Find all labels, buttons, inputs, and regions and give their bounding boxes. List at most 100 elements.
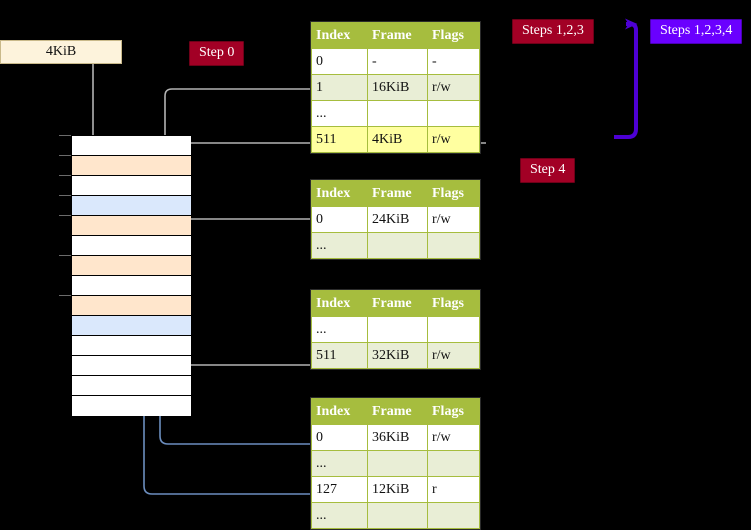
wire-pt-row0-to-memory xyxy=(159,329,310,445)
memory-frame-11 xyxy=(72,356,191,376)
table-row[interactable]: 0-- xyxy=(311,48,480,75)
wire-pt-row127-to-memory xyxy=(143,210,310,495)
cell-flags: r xyxy=(427,476,480,503)
cell-flags xyxy=(427,502,480,529)
cell-frame: - xyxy=(367,48,428,75)
cell-frame: 36KiB xyxy=(367,424,428,451)
cell-frame xyxy=(367,232,428,259)
cell-index: 0 xyxy=(311,48,368,75)
memory-tick-3 xyxy=(59,195,71,196)
memory-frame-3 xyxy=(72,196,191,216)
size-label-text: 4KiB xyxy=(45,44,77,59)
cell-frame: 16KiB xyxy=(367,74,428,101)
cell-index: ... xyxy=(311,502,368,529)
column-header-flags: Flags xyxy=(427,22,480,49)
memory-tick-2 xyxy=(59,175,71,176)
cell-flags: r/w xyxy=(427,342,480,369)
memory-tick-0 xyxy=(59,135,71,136)
table-row[interactable]: ... xyxy=(311,232,480,259)
memory-frame-2 xyxy=(72,176,191,196)
cell-frame xyxy=(367,100,428,127)
cell-index: 0 xyxy=(311,424,368,451)
cell-flags: r/w xyxy=(427,126,480,153)
cell-frame: 4KiB xyxy=(367,126,428,153)
cell-flags: r/w xyxy=(427,206,480,233)
memory-frame-8 xyxy=(72,296,191,316)
column-header-frame: Frame xyxy=(367,180,428,207)
badge-step-4-label: Step 4 xyxy=(530,162,566,177)
badge-steps-123[interactable]: Steps 1,2,3 xyxy=(512,19,594,44)
cell-index: 127 xyxy=(311,476,368,503)
badge-step-4[interactable]: Step 4 xyxy=(520,158,576,183)
cell-index: ... xyxy=(311,450,368,477)
table-row[interactable]: ... xyxy=(311,502,480,529)
badge-step-0-label: Step 0 xyxy=(199,45,235,60)
cell-flags xyxy=(427,316,480,343)
memory-tick-4 xyxy=(59,215,71,216)
column-header-index: Index xyxy=(311,398,368,425)
size-label-4kib: 4KiB xyxy=(0,40,122,64)
column-header-flags: Flags xyxy=(427,180,480,207)
cell-index: ... xyxy=(311,232,368,259)
memory-frame-6 xyxy=(72,256,191,276)
memory-frame-9 xyxy=(72,316,191,336)
cell-flags xyxy=(427,232,480,259)
cell-index: 0 xyxy=(311,206,368,233)
column-header-frame: Frame xyxy=(367,290,428,317)
badge-steps-123-label: Steps 1,2,3 xyxy=(522,23,584,38)
memory-frame-5 xyxy=(72,236,191,256)
cell-flags: r/w xyxy=(427,424,480,451)
table-row[interactable]: ... xyxy=(311,100,480,127)
cell-frame xyxy=(367,450,428,477)
memory-frame-0 xyxy=(72,136,191,156)
memory-frame-12 xyxy=(72,376,191,396)
column-header-flags: Flags xyxy=(427,290,480,317)
cell-flags xyxy=(427,450,480,477)
memory-frame-7 xyxy=(72,276,191,296)
cell-index: 511 xyxy=(311,126,368,153)
cell-index: 1 xyxy=(311,74,368,101)
column-header-index: Index xyxy=(311,22,368,49)
memory-frame-4 xyxy=(72,216,191,236)
cell-flags xyxy=(427,100,480,127)
memory-tick-6 xyxy=(59,255,71,256)
column-header-frame: Frame xyxy=(367,398,428,425)
physical-memory-column xyxy=(71,135,191,416)
table-row[interactable]: ... xyxy=(311,450,480,477)
memory-frame-10 xyxy=(72,336,191,356)
memory-frame-13 xyxy=(72,396,191,416)
cell-frame: 12KiB xyxy=(367,476,428,503)
badge-steps-1234-label: Steps 1,2,3,4 xyxy=(660,23,733,38)
wire-steps-loop-arrow xyxy=(614,18,638,139)
cell-flags: - xyxy=(427,48,480,75)
cell-index: ... xyxy=(311,100,368,127)
cell-index: 511 xyxy=(311,342,368,369)
column-header-index: Index xyxy=(311,290,368,317)
memory-tick-8 xyxy=(59,295,71,296)
badge-steps-1234[interactable]: Steps 1,2,3,4 xyxy=(650,19,743,44)
cell-frame xyxy=(367,502,428,529)
cell-frame: 24KiB xyxy=(367,206,428,233)
wire-pdp-row0-to-memory xyxy=(175,218,310,266)
column-header-flags: Flags xyxy=(427,398,480,425)
badge-step-0[interactable]: Step 0 xyxy=(189,41,245,66)
column-header-frame: Frame xyxy=(367,22,428,49)
column-header-index: Index xyxy=(311,180,368,207)
table-row[interactable]: ... xyxy=(311,316,480,343)
